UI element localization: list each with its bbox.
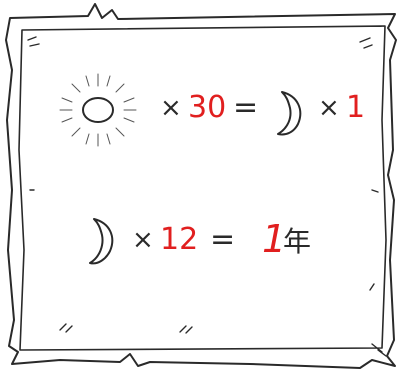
crescent-moon-icon (277, 91, 302, 136)
row2-times-sign: × (132, 225, 154, 255)
row2-result-number: 1 (262, 217, 287, 261)
row1-count: 30 (188, 90, 227, 125)
row1-right-times-sign: × (318, 93, 340, 123)
row2-equals-sign: = (210, 222, 236, 257)
row1-right-count: 1 (346, 90, 366, 125)
sun-icon (59, 73, 137, 147)
row2-result-unit: 年 (283, 225, 312, 258)
crescent-moon-icon (89, 218, 114, 265)
row2-count: 12 (160, 222, 199, 257)
row1-equals-sign: = (233, 90, 259, 125)
row1-times-sign: × (160, 93, 182, 123)
